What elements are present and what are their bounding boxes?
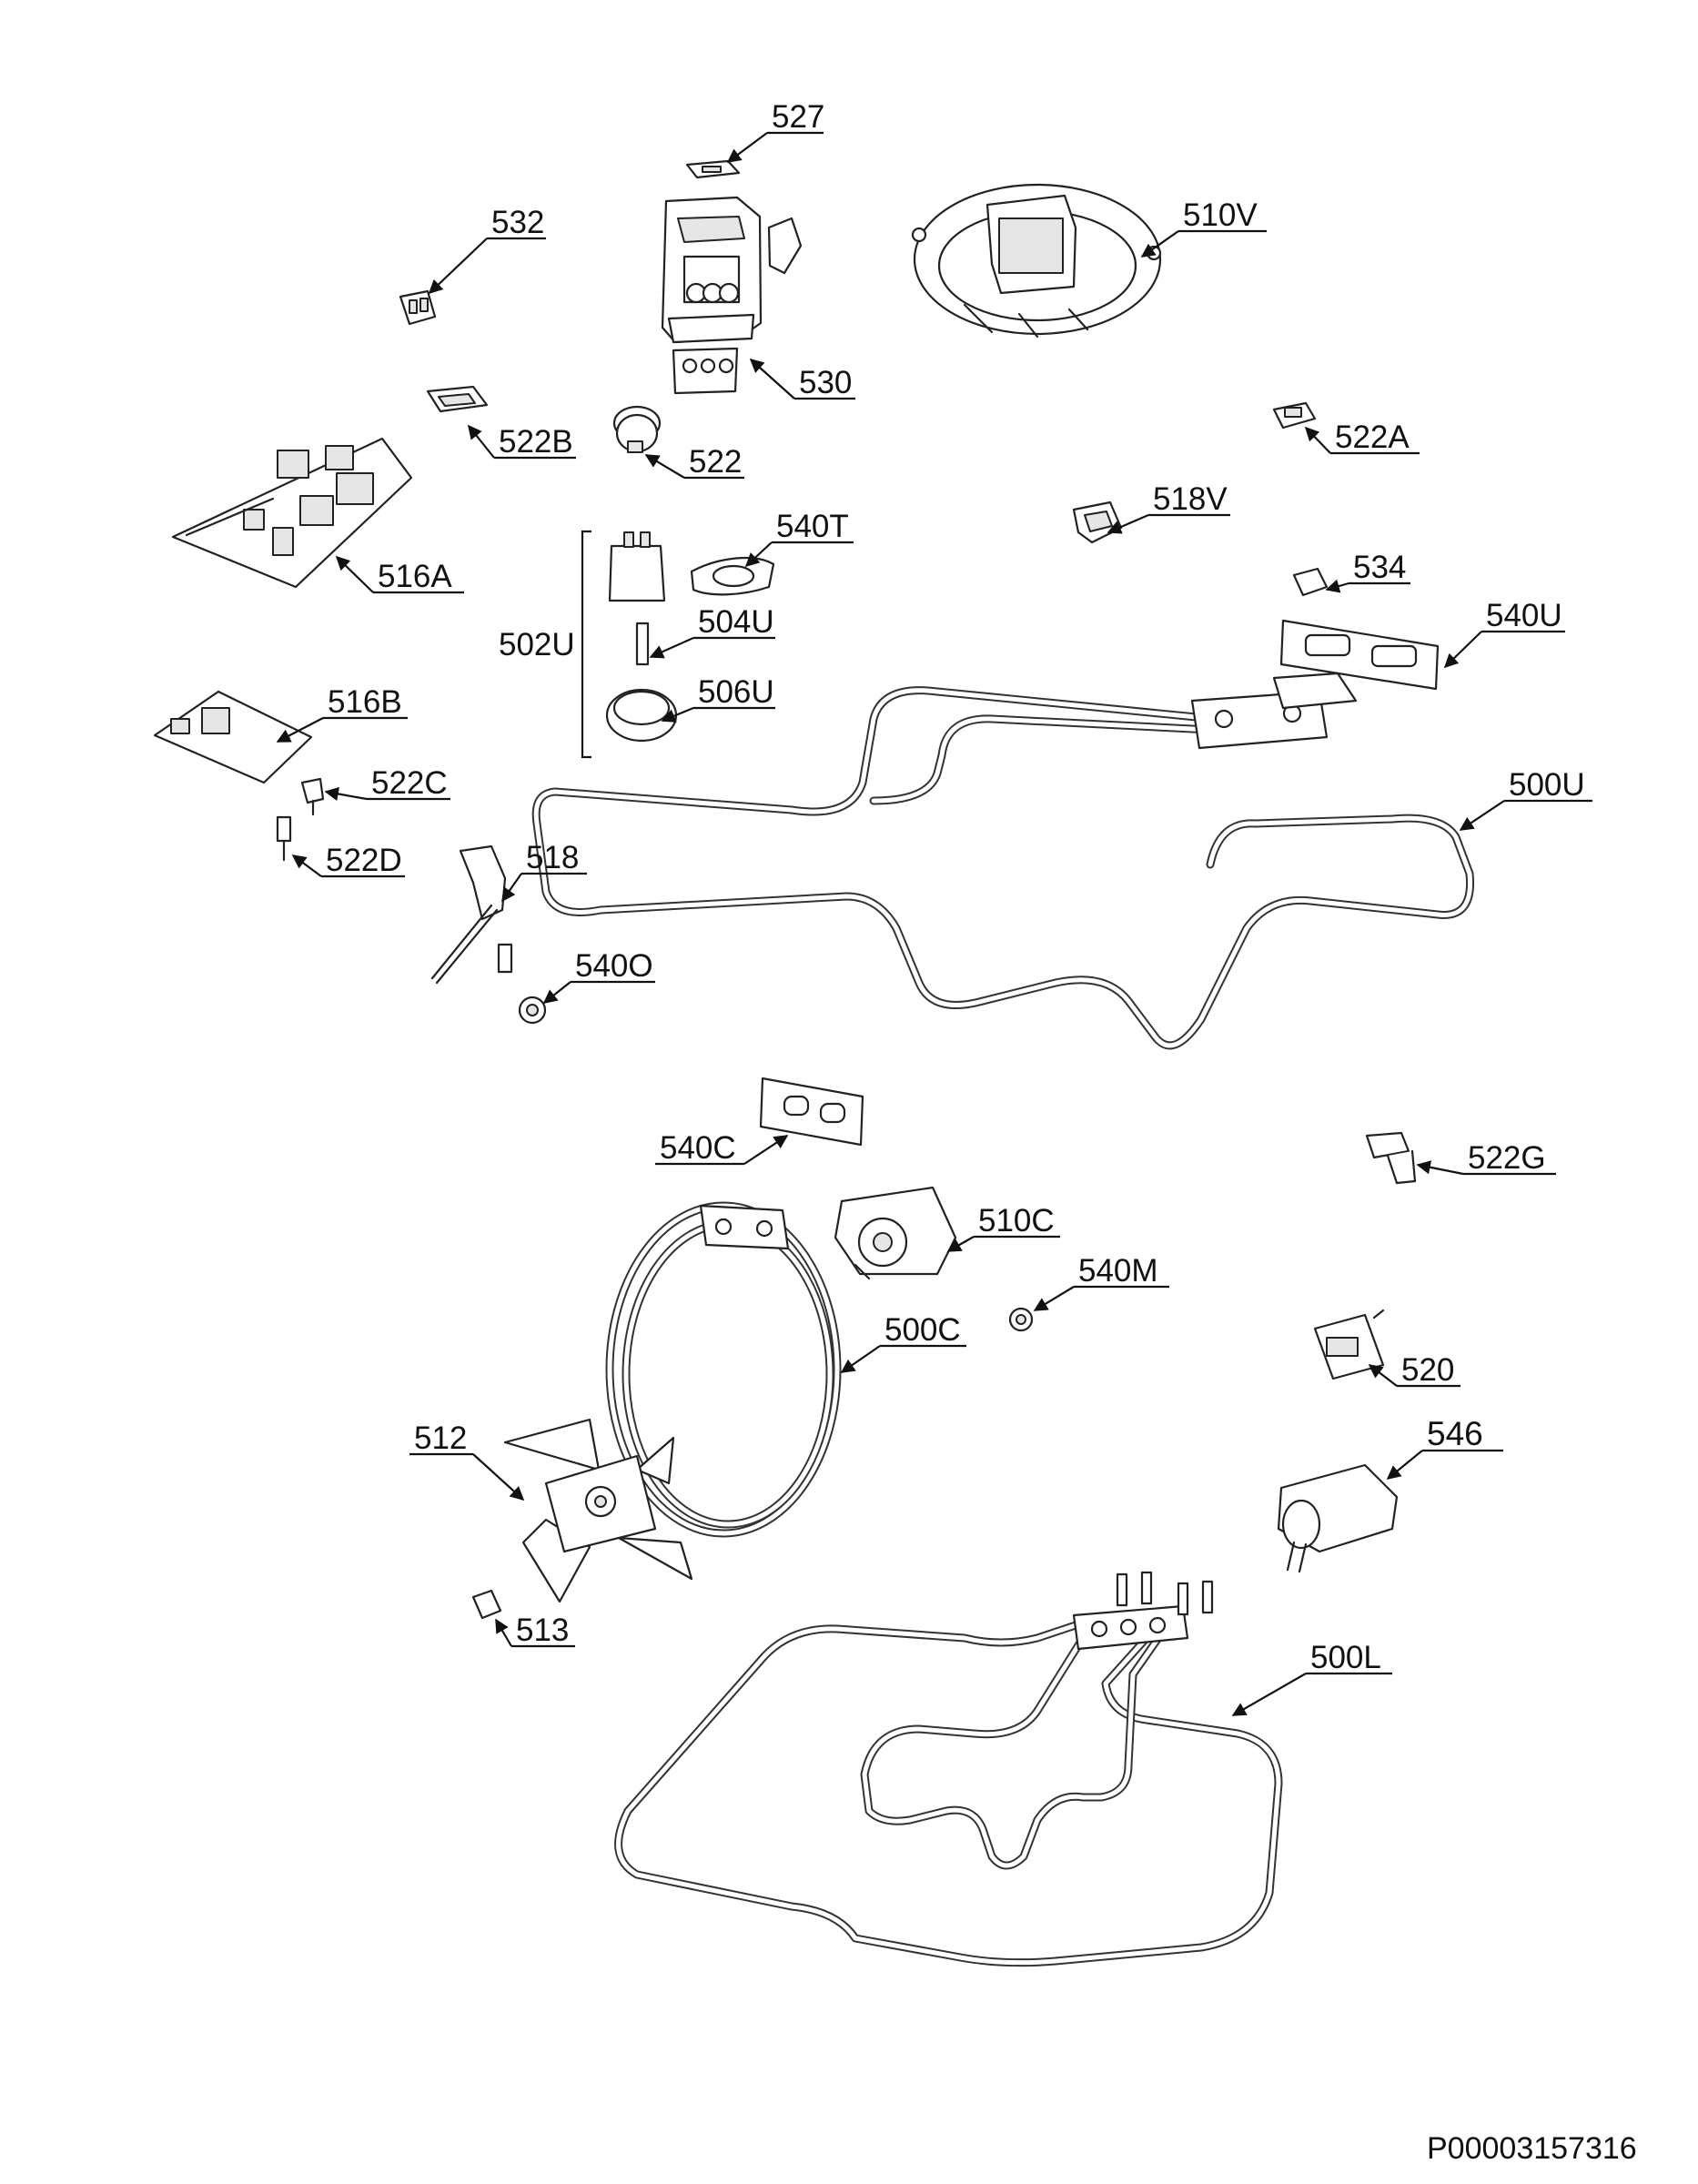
label-540C: 540C	[660, 1130, 736, 1166]
callout-510V: 510V	[1140, 197, 1267, 258]
label-522B: 522B	[499, 424, 573, 460]
callout-518V: 518V	[1107, 481, 1230, 534]
part-500U-drawing	[531, 672, 1475, 1050]
label-510V: 510V	[1183, 197, 1258, 233]
part-518-drawing	[430, 844, 513, 985]
part-513-drawing	[471, 1589, 502, 1620]
label-513: 513	[516, 1613, 569, 1648]
callout-520: 520	[1368, 1352, 1460, 1388]
part-522B-drawing	[426, 385, 489, 413]
label-518: 518	[526, 840, 579, 875]
label-540T: 540T	[776, 509, 849, 544]
label-532: 532	[491, 205, 544, 240]
part-500L-drawing	[614, 1571, 1283, 1967]
callout-510C: 510C	[946, 1203, 1060, 1252]
part-534-drawing	[1292, 567, 1329, 597]
callout-540M: 540M	[1033, 1253, 1169, 1311]
callout-504U: 504U	[649, 604, 775, 659]
callout-500L: 500L	[1231, 1640, 1392, 1716]
part-502U-drawing	[581, 530, 678, 759]
part-527-drawing	[685, 159, 741, 179]
callout-500C: 500C	[840, 1312, 966, 1373]
callout-530: 530	[749, 358, 855, 400]
part-540M-drawing	[1008, 1307, 1034, 1332]
document-id: P00003157316	[1427, 2131, 1637, 2166]
callout-522B: 522B	[468, 424, 576, 460]
label-522C: 522C	[371, 765, 448, 801]
callout-546: 546	[1386, 1415, 1503, 1480]
callout-540O: 540O	[542, 948, 655, 1004]
part-540U-drawing	[1279, 619, 1440, 691]
label-510C: 510C	[978, 1203, 1055, 1239]
label-546: 546	[1427, 1415, 1483, 1452]
label-520: 520	[1401, 1352, 1454, 1388]
callout-522A: 522A	[1304, 420, 1420, 455]
callout-516A: 516A	[335, 555, 464, 594]
label-522D: 522D	[326, 843, 402, 878]
part-522D-drawing	[276, 815, 292, 862]
callout-512: 512	[409, 1421, 525, 1502]
callout-522C: 522C	[324, 765, 450, 802]
part-516B-drawing	[153, 690, 313, 784]
callout-527: 527	[726, 99, 824, 163]
part-518V-drawing	[1072, 500, 1123, 544]
label-500U: 500U	[1509, 767, 1585, 803]
callout-502U: 502U	[499, 627, 575, 662]
callout-500U: 500U	[1459, 767, 1592, 831]
label-527: 527	[772, 99, 824, 135]
part-546-drawing	[1277, 1463, 1399, 1573]
label-504U: 504U	[698, 604, 774, 640]
part-510C-drawing	[834, 1186, 957, 1280]
label-534: 534	[1353, 550, 1406, 585]
callout-540T: 540T	[744, 509, 854, 568]
part-532-drawing	[399, 289, 437, 326]
part-512-drawing	[503, 1418, 693, 1603]
label-540M: 540M	[1078, 1253, 1158, 1289]
callout-522D: 522D	[291, 843, 405, 878]
callout-522G: 522G	[1416, 1140, 1556, 1176]
label-512: 512	[414, 1421, 467, 1456]
part-540T-drawing	[690, 556, 775, 596]
callout-532: 532	[428, 205, 546, 295]
label-516B: 516B	[328, 684, 402, 720]
label-518V: 518V	[1153, 481, 1228, 517]
label-522G: 522G	[1468, 1140, 1546, 1176]
callout-540U: 540U	[1443, 598, 1565, 669]
part-540O-drawing	[518, 996, 547, 1025]
callout-522: 522	[644, 444, 744, 480]
part-522A-drawing	[1272, 401, 1317, 430]
label-540U: 540U	[1486, 598, 1562, 633]
callout-506U: 506U	[661, 674, 775, 723]
part-522C-drawing	[300, 777, 325, 816]
part-540C-drawing	[759, 1077, 864, 1147]
part-522-drawing	[612, 405, 662, 453]
part-500C-drawing	[605, 1201, 842, 1538]
label-516A: 516A	[378, 559, 452, 594]
part-516A-drawing	[171, 437, 413, 589]
label-540O: 540O	[575, 948, 653, 984]
label-522: 522	[689, 444, 742, 480]
label-500C: 500C	[884, 1312, 961, 1348]
callout-534: 534	[1325, 550, 1410, 593]
label-530: 530	[799, 365, 852, 400]
part-522G-drawing	[1365, 1131, 1417, 1185]
label-506U: 506U	[698, 674, 774, 710]
callout-516B: 516B	[276, 684, 408, 743]
part-530-drawing	[661, 196, 803, 395]
label-522A: 522A	[1335, 420, 1410, 455]
callout-540C: 540C	[655, 1130, 789, 1166]
part-510V-drawing	[911, 183, 1162, 339]
label-502U: 502U	[499, 627, 575, 662]
label-500L: 500L	[1310, 1640, 1381, 1675]
callout-518: 518	[501, 840, 587, 903]
callout-513: 513	[495, 1613, 575, 1648]
